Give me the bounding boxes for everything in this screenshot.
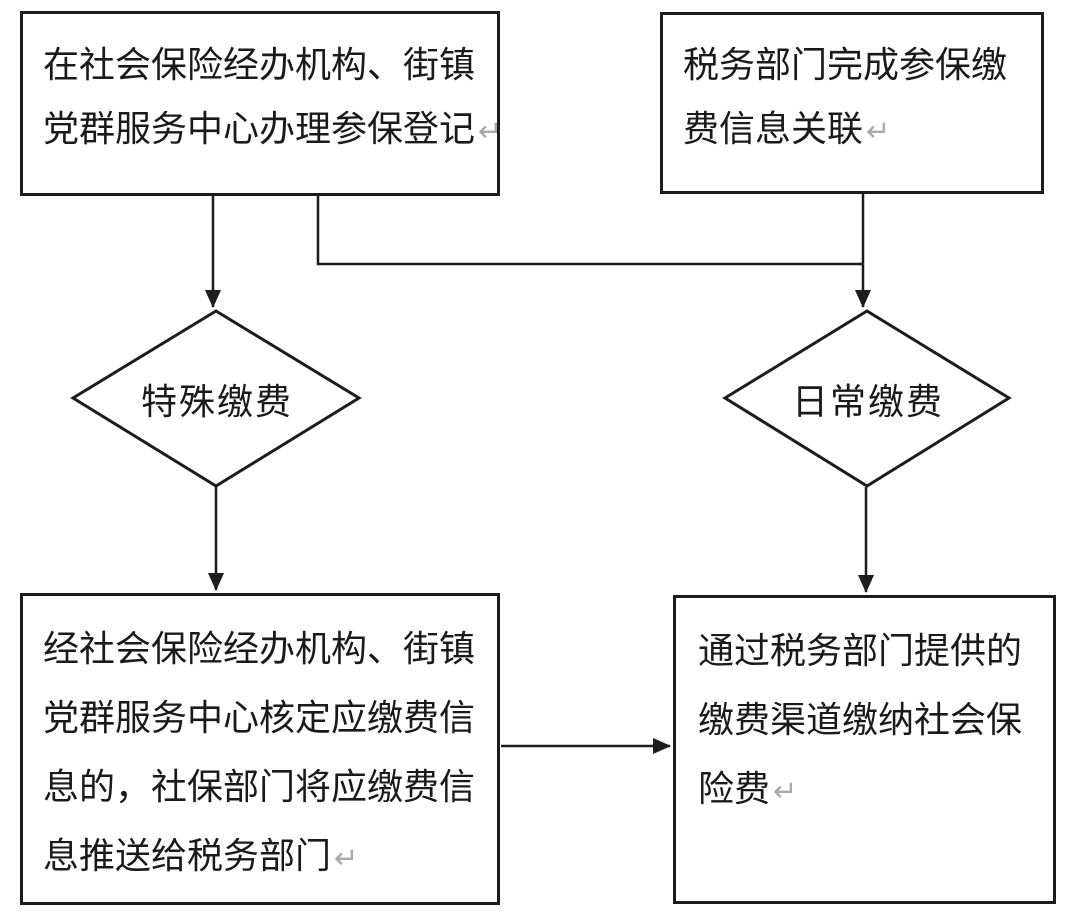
process-text-line: 税务部门完成参保缴 [683, 44, 1008, 85]
process-text-line: 缴费渠道缴纳社会保 [698, 699, 1023, 740]
process-text-line: 息推送给税务部门↵ [43, 835, 359, 876]
decision-label-special: 特殊缴费 [140, 381, 294, 422]
return-mark-icon: ↵ [334, 843, 359, 875]
process-text-line: 息的，社保部门将应缴费信 [43, 766, 476, 807]
decision-diamond-daily [722, 309, 1012, 488]
return-mark-icon: ↵ [478, 116, 503, 148]
decision-label-daily: 日常缴费 [791, 381, 945, 422]
process-text-line: 党群服务中心核定应缴费信 [43, 697, 476, 738]
process-text-line: 通过税务部门提供的 [698, 630, 1023, 671]
process-text-line: 党群服务中心办理参保登记↵ [43, 108, 503, 149]
return-mark-icon: ↵ [773, 776, 798, 808]
process-box-taxlink: 税务部门完成参保缴 费信息关联↵ [660, 12, 1044, 194]
process-text-line: 险费↵ [698, 768, 798, 809]
process-text-line: 费信息关联↵ [683, 108, 891, 149]
process-box-paychannel: 通过税务部门提供的 缴费渠道缴纳社会保 险费↵ [673, 595, 1056, 904]
process-box-verifypush: 经社会保险经办机构、街镇 党群服务中心核定应缴费信 息的，社保部门将应缴费信 息… [20, 593, 500, 905]
process-text-line: 经社会保险经办机构、街镇 [43, 628, 476, 669]
return-mark-icon: ↵ [866, 116, 891, 148]
process-text-line: 在社会保险经办机构、街镇 [43, 44, 476, 85]
decision-diamond-special [70, 309, 362, 488]
process-box-register: 在社会保险经办机构、街镇 党群服务中心办理参保登记↵ [20, 11, 503, 196]
connector-register-to-daily-elbow [316, 196, 862, 266]
